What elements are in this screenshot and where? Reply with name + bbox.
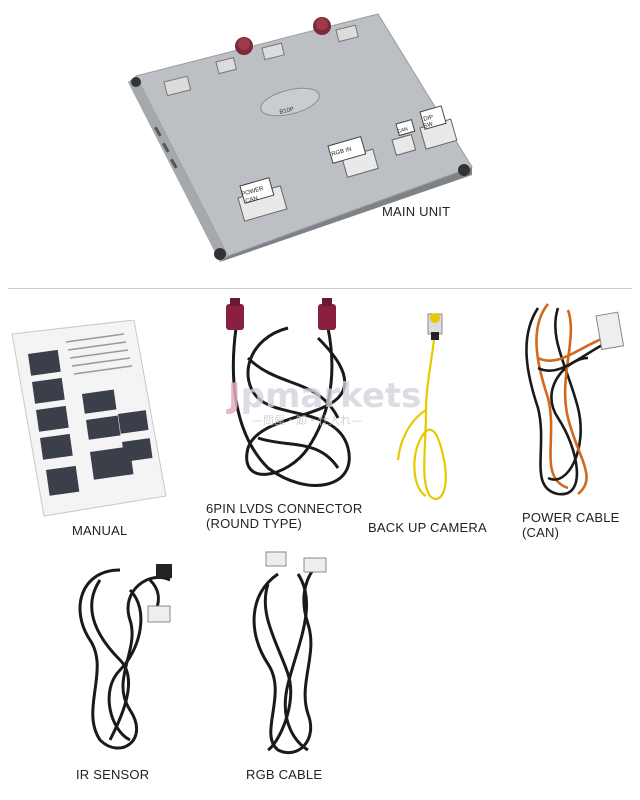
rgb-in-port-label: RGB IN (331, 146, 353, 157)
main-unit-image: POWER CAN RGB IN CAN DIP SW B10P (120, 10, 480, 270)
dip-port-label: DIP (423, 114, 434, 123)
power-cable-label-line1: POWER CABLE (522, 510, 620, 525)
sw-port-label: SW (423, 121, 434, 130)
brand-badge-text: B10P (279, 107, 295, 116)
lvds-connector-image (218, 298, 368, 502)
section-divider (8, 288, 632, 289)
can-port-label: CAN (397, 126, 409, 135)
rgb-cable-image (238, 544, 348, 760)
manual-image (6, 320, 172, 520)
backup-camera-label: BACK UP CAMERA (368, 520, 487, 535)
lvds-connector-label-line2: (ROUND TYPE) (206, 516, 303, 531)
manual-label: MANUAL (72, 523, 128, 538)
backup-camera-cable-image (390, 310, 460, 506)
main-unit-label: MAIN UNIT (382, 204, 451, 219)
power-can-port-label: CAN (245, 196, 259, 205)
power-cable-label-line2: (CAN) (522, 525, 560, 540)
ir-sensor-label: IR SENSOR (76, 767, 150, 782)
lvds-connector-label-line1: 6PIN LVDS CONNECTOR (206, 501, 363, 516)
power-cable-image (508, 298, 628, 504)
ir-sensor-cable-image (60, 550, 190, 760)
rgb-cable-label: RGB CABLE (246, 767, 323, 782)
